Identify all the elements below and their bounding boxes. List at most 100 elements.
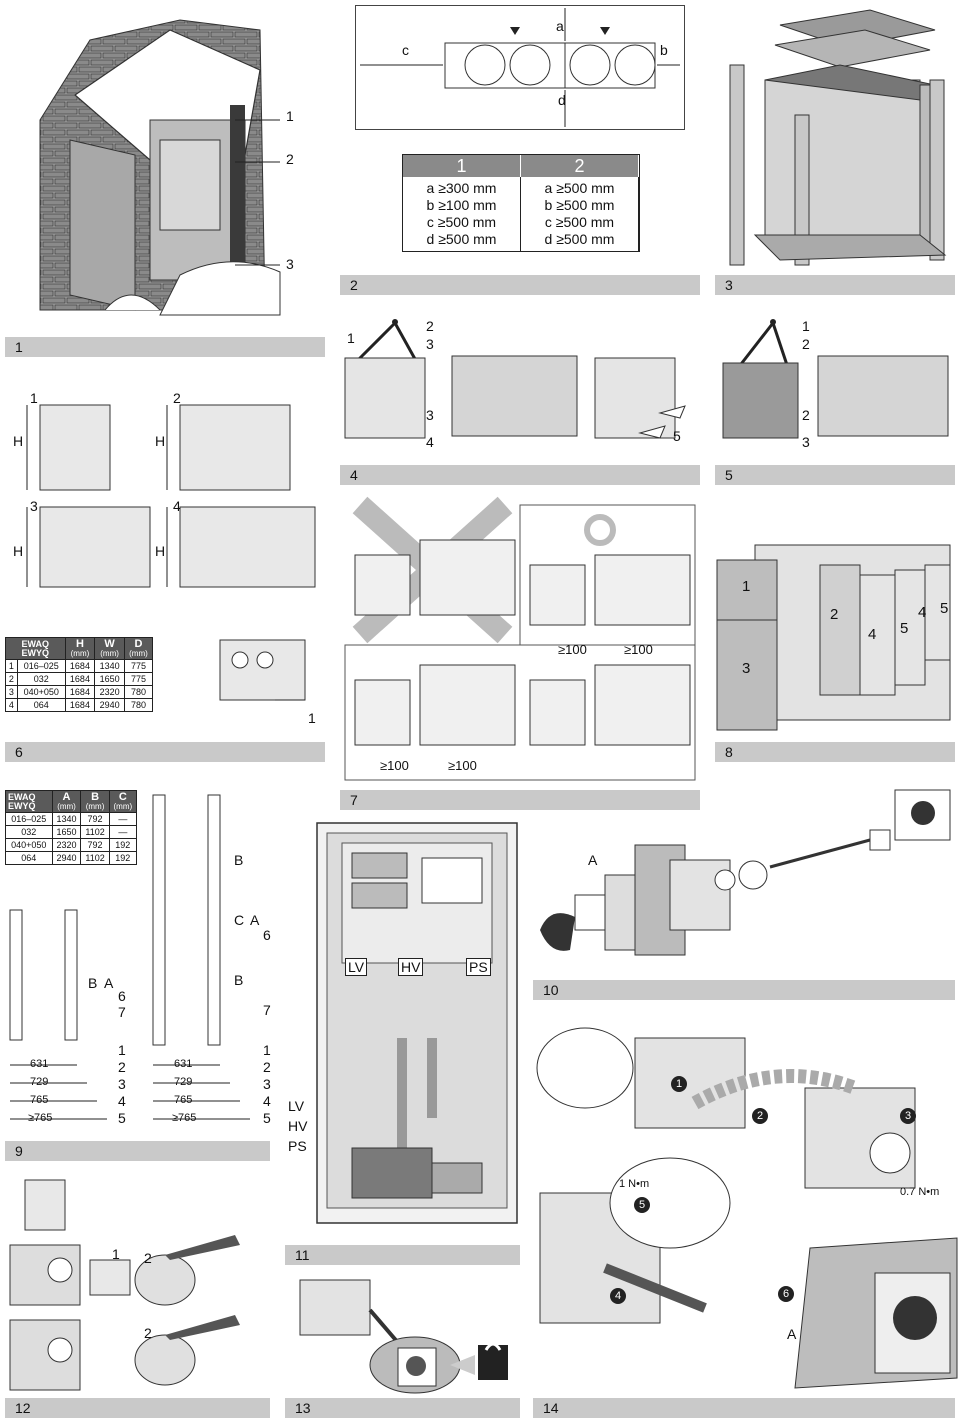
right-631: 631 xyxy=(174,1058,193,1070)
section-bar-13: 13 xyxy=(285,1398,520,1418)
figure-8-panels-drawing xyxy=(716,544,951,731)
panel-2: 2 xyxy=(830,606,839,623)
mount-table-b: B(mm) xyxy=(80,790,110,813)
right-6: 6 xyxy=(263,927,271,943)
right-7: 7 xyxy=(263,1002,271,1018)
right-1: 1 xyxy=(263,1042,271,1058)
figure-2-clearance-diagram xyxy=(355,5,685,130)
right-5: 5 xyxy=(263,1110,271,1126)
figure-5-lifting-drawing xyxy=(722,319,949,439)
left-6: 6 xyxy=(118,988,126,1004)
left-A: A xyxy=(104,975,114,991)
callout-1: 1 xyxy=(286,108,294,124)
panel-5: 5 xyxy=(900,620,909,637)
section-bar-7: 7 xyxy=(340,790,700,810)
panel-4b: 4 xyxy=(918,604,927,621)
cable-PS: PS xyxy=(466,958,491,976)
dim-a: a xyxy=(556,18,564,34)
fig4-callout-3b: 3 xyxy=(426,407,434,423)
left-3: 3 xyxy=(118,1076,126,1092)
panel-4: 4 xyxy=(868,626,877,643)
figure-11-cabinet-drawing xyxy=(316,822,518,1224)
spacing-label-2: ≥100 xyxy=(624,642,653,657)
step-6: 6 xyxy=(778,1286,794,1302)
leader-lines xyxy=(235,119,280,266)
fig4-callout-2: 2 xyxy=(426,318,434,334)
mount-table-a: A(mm) xyxy=(51,790,82,813)
clearance-table-header-1: 1 xyxy=(403,155,521,177)
left-2: 2 xyxy=(118,1059,126,1075)
dim-c: c xyxy=(402,42,409,58)
spacing-label-3: ≥100 xyxy=(380,758,409,773)
right-C: C xyxy=(234,912,245,928)
mount-table-c: C(mm) xyxy=(108,790,138,813)
cable-LV-side: LV xyxy=(288,1098,305,1114)
dim-table-d: D(mm) xyxy=(123,637,154,660)
fig5-callout-2b: 2 xyxy=(802,407,810,423)
left-765-min: ≥765 xyxy=(28,1112,53,1124)
mounting-frame-right xyxy=(152,794,250,1120)
cable-HV-side: HV xyxy=(288,1118,308,1134)
dim-table-h: H(mm) xyxy=(64,637,96,660)
unit-2-h: H xyxy=(155,433,166,449)
unit-3-h: H xyxy=(13,543,24,559)
right-3: 3 xyxy=(263,1076,271,1092)
foot-detail-drawing xyxy=(219,639,306,701)
figure-14-handle-install-drawing xyxy=(536,1027,958,1389)
section-bar-12: 12 xyxy=(5,1398,270,1418)
fig5-callout-3: 3 xyxy=(802,434,810,450)
cable-LV: LV xyxy=(345,958,368,976)
fig4-callout-1: 1 xyxy=(347,330,355,346)
panel-3: 3 xyxy=(742,660,751,677)
right-A: A xyxy=(250,912,260,928)
left-1: 1 xyxy=(118,1042,126,1058)
figure-1-wall-installation: 1 2 3 xyxy=(30,10,325,330)
left-631: 631 xyxy=(30,1058,49,1070)
unit-2-num: 2 xyxy=(173,390,181,406)
panel-5b: 5 xyxy=(940,600,949,617)
brick-wall-drawing xyxy=(39,19,281,316)
unit-4-num: 4 xyxy=(173,498,181,514)
left-4: 4 xyxy=(118,1093,126,1109)
clearance-table-col-2: a ≥500 mm b ≥500 mm c ≥500 mm d ≥500 mm xyxy=(521,177,639,251)
right-765-min: ≥765 xyxy=(172,1112,197,1124)
step-5: 5 xyxy=(634,1197,650,1213)
left-B: B xyxy=(88,975,98,991)
clearance-table-col-1: a ≥300 mm b ≥100 mm c ≥500 mm d ≥500 mm xyxy=(403,177,521,251)
unit-3-num: 3 xyxy=(30,498,38,514)
panel-1: 1 xyxy=(742,578,751,595)
section-bar-5: 5 xyxy=(715,465,955,485)
cable-PS-side: PS xyxy=(288,1138,307,1154)
fig4-callout-3: 3 xyxy=(426,336,434,352)
right-2: 2 xyxy=(263,1059,271,1075)
fig5-callout-1: 1 xyxy=(802,318,810,334)
fig4-callout-5: 5 xyxy=(673,428,681,444)
left-729: 729 xyxy=(30,1076,49,1088)
fig10-callout-A: A xyxy=(588,852,598,868)
dim-d: d xyxy=(558,92,566,108)
torque-1: 1 N•m xyxy=(619,1178,650,1190)
dim-b: b xyxy=(660,42,668,58)
figure-6-dimensions: 1 H 2 H 3 H 4 H 1 xyxy=(5,385,325,740)
section-bar-9: 9 xyxy=(5,1141,270,1161)
section-bar-3: 3 xyxy=(715,275,955,295)
fig12-callout-2b: 2 xyxy=(144,1325,152,1341)
left-5: 5 xyxy=(118,1110,126,1126)
spacing-label-4: ≥100 xyxy=(448,758,477,773)
fig4-callout-4: 4 xyxy=(426,434,434,450)
step-2: 2 xyxy=(752,1108,768,1124)
figure-10-switch-assembly-drawing xyxy=(540,789,951,956)
step-4: 4 xyxy=(610,1288,626,1304)
callout-3: 3 xyxy=(286,256,294,272)
right-765: 765 xyxy=(174,1094,193,1106)
clearance-drawing xyxy=(360,8,680,127)
unit-dimension-drawings xyxy=(26,404,316,588)
